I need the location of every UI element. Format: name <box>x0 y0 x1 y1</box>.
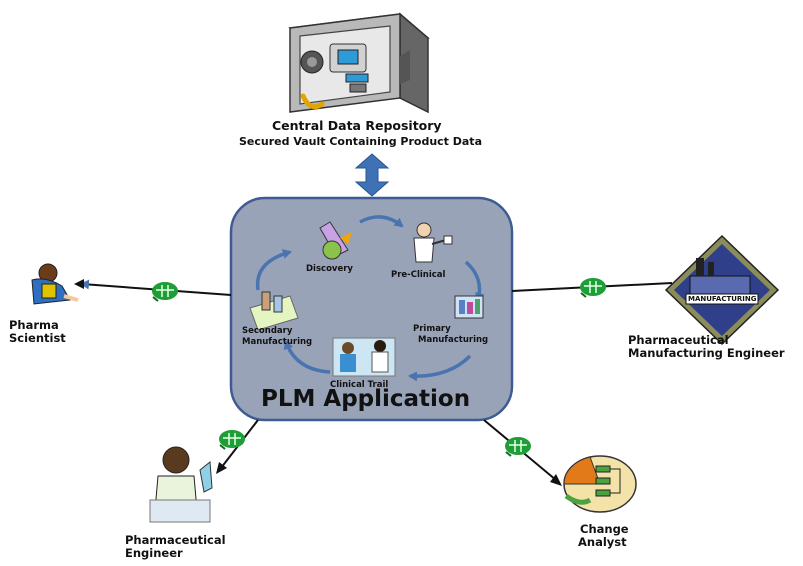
pharma-scientist-icon <box>31 263 79 305</box>
pharmaceutical-engineer-label-1: Pharmaceutical <box>125 533 226 547</box>
stage-secondary-label-1: Secondary <box>242 326 293 336</box>
secondary-manufacturing-icon <box>249 291 299 331</box>
stage-discovery-label: Discovery <box>306 264 353 274</box>
plm-title: PLM Application <box>261 386 471 412</box>
pharma-scientist-label-2: Scientist <box>9 331 66 345</box>
pharmaceutical-engineer-icon <box>149 446 213 523</box>
stage-primary-label-2: Manufacturing <box>418 335 489 345</box>
link-icon-bottom-right <box>504 436 532 457</box>
link-icon-left <box>151 281 179 302</box>
manufacturing-icon <box>664 234 780 346</box>
stage-clinical-label: Clinical Trail <box>330 380 389 390</box>
change-analyst-label-2: Analyst <box>578 535 627 549</box>
connector-arrowheads <box>74 279 562 486</box>
pre-clinical-icon <box>413 222 453 263</box>
vault-icon <box>288 12 430 114</box>
pharma-scientist-label-1: Pharma <box>9 318 59 332</box>
manufacturing-engineer-label-1: Pharmaceutical <box>628 333 729 347</box>
manufacturing-engineer-label-2: Manufacturing Engineer <box>628 346 785 360</box>
stage-secondary-label-2: Manufacturing <box>242 337 313 347</box>
link-icon-bottom-left <box>218 429 246 450</box>
clinical-trial-icon <box>332 337 396 377</box>
repository-title: Central Data Repository <box>272 118 442 133</box>
stage-preclinical-label: Pre-Clinical <box>391 270 446 280</box>
lifecycle-arrows <box>255 215 485 382</box>
double-arrow <box>354 153 390 197</box>
change-analyst-icon <box>563 455 637 513</box>
change-analyst-label-1: Change <box>580 522 629 536</box>
stage-primary-label-1: Primary <box>413 324 451 334</box>
discovery-icon <box>319 221 352 260</box>
manufacturing-badge: MANUFACTURING <box>688 295 757 303</box>
link-icon-right <box>579 277 607 298</box>
pharmaceutical-engineer-label-2: Engineer <box>125 546 183 560</box>
primary-manufacturing-icon <box>454 295 484 319</box>
repository-subtitle: Secured Vault Containing Product Data <box>239 135 482 148</box>
